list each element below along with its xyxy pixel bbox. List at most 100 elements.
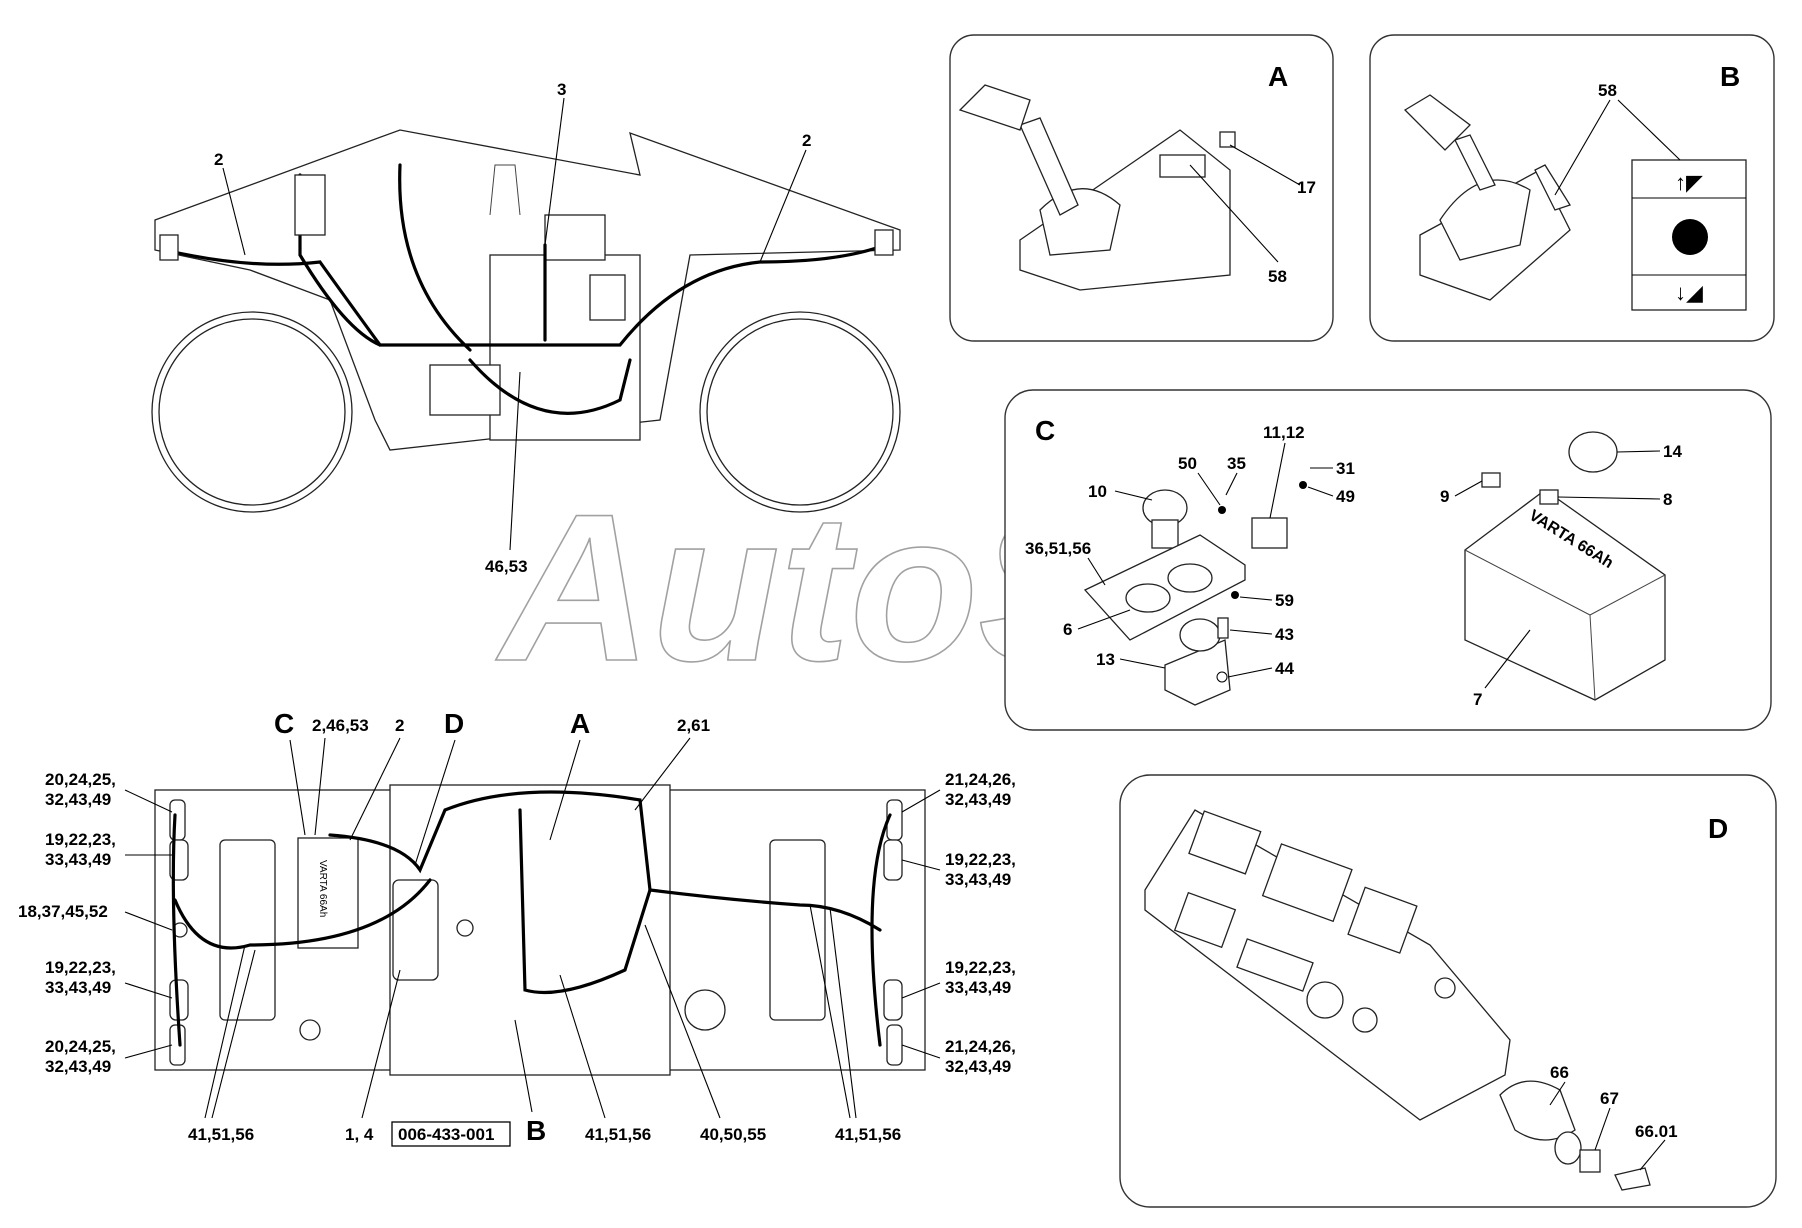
panel-c-frame: [1004, 389, 1772, 731]
key-66-01: [1614, 1167, 1651, 1191]
arrow-up-icon: ↑◤: [1675, 170, 1703, 195]
relay-box-side: [294, 174, 326, 236]
clamp-9: [1481, 472, 1501, 488]
side-label: 2: [802, 131, 811, 150]
connector-top-1: [299, 1019, 321, 1041]
rear-light-right: [874, 229, 894, 256]
right-label: 19,22,23,: [945, 958, 1016, 977]
joystick-boot-b: [1439, 179, 1531, 261]
spacer-43: [1217, 617, 1229, 639]
right-label: 33,43,49: [945, 978, 1011, 997]
left-label: 33,43,49: [45, 850, 111, 869]
steering-column: [489, 164, 521, 216]
top-view: VARTA 66Ah C D A B 2,46,53 2: [18, 708, 1016, 1147]
panel-c-label: 31: [1336, 459, 1355, 478]
panel-c-label: 43: [1275, 625, 1294, 644]
front-harness-branch: [298, 173, 382, 347]
label-plate-a: [1159, 154, 1206, 178]
cap-67: [1579, 1149, 1601, 1173]
front-light-harness: [171, 813, 182, 1047]
callout-letter: B: [526, 1115, 546, 1146]
loop-harness-top: [518, 808, 652, 995]
panel-c-letter: C: [1035, 415, 1055, 446]
main-harness-side: [163, 243, 887, 347]
bracket-hole-2: [1167, 563, 1213, 593]
gauge-body-10: [1151, 519, 1179, 549]
left-label: 20,24,25,: [45, 770, 116, 789]
detail-panel-a: A 17 58: [949, 34, 1334, 342]
bottom-label: 1, 4: [345, 1125, 374, 1144]
control-box-side: [589, 274, 626, 321]
part-number-box: [391, 1121, 511, 1147]
bottom-label: 41,51,56: [835, 1125, 901, 1144]
panel-d-label: 67: [1600, 1089, 1619, 1108]
panel-c-label: 6: [1063, 620, 1072, 639]
switch-group-4: [1173, 891, 1237, 949]
right-label: 21,24,26,: [945, 1037, 1016, 1056]
relay-11-12: [1251, 517, 1288, 549]
switch-cap-13: [1179, 618, 1221, 652]
left-label: 20,24,25,: [45, 1037, 116, 1056]
center-harness-branch: [398, 163, 472, 352]
washer-50: [1218, 506, 1226, 514]
panel-c-labels: 10 50 35 11,12 31 49 36,51,56 59 6 43 13…: [1025, 423, 1682, 709]
callout-letter: D: [444, 708, 464, 739]
joystick-lever: [1019, 117, 1079, 216]
panel-c-label: 10: [1088, 482, 1107, 501]
rear-drum-inner: [706, 318, 894, 506]
arrow-down-icon: ↓◢: [1675, 280, 1703, 305]
fuel-cap-top: [684, 989, 726, 1031]
side-label: 2: [214, 150, 223, 169]
nut-59: [1231, 591, 1239, 599]
panel-d-label: 66: [1550, 1063, 1569, 1082]
light-front-left-top: [169, 799, 186, 841]
seal-ring-67: [1554, 1131, 1582, 1165]
ignition-knob: [1306, 981, 1344, 1019]
battery-box-side: [429, 364, 501, 416]
roller-symbol-icon: [1672, 219, 1708, 255]
bottom-label: 41,51,56: [585, 1125, 651, 1144]
dashboard-knob-2: [1352, 1007, 1378, 1033]
left-label: 18,37,45,52: [18, 902, 108, 921]
side-label: 3: [557, 80, 566, 99]
right-label: 33,43,49: [945, 870, 1011, 889]
top-label: 2: [395, 716, 404, 735]
display-window: [1236, 938, 1314, 992]
side-label: 46,53: [485, 557, 528, 576]
left-label: 19,22,23,: [45, 830, 116, 849]
switch-group-3: [1347, 886, 1418, 954]
connector-top-2: [456, 919, 474, 937]
label-strip-b: [1534, 164, 1571, 211]
washer-49: [1299, 481, 1307, 489]
panel-c-label: 13: [1096, 650, 1115, 669]
right-label: 21,24,26,: [945, 770, 1016, 789]
joystick-handle: [958, 84, 1031, 131]
bottom-label: 41,51,56: [188, 1125, 254, 1144]
clamp-8: [1539, 489, 1559, 505]
switch-group-2: [1261, 843, 1353, 923]
nut-44: [1216, 671, 1228, 683]
panel-c-label: 14: [1663, 442, 1682, 461]
panel-d-label: 66.01: [1635, 1122, 1678, 1141]
detail-panel-c: C VARTA 66Ah 10 50 35 11,12 31: [1004, 389, 1772, 731]
light-rear-right-2: [883, 839, 903, 881]
panel-c-label: 35: [1227, 454, 1246, 473]
panel-a-label: 17: [1297, 178, 1316, 197]
bracket-6: [1083, 534, 1246, 641]
panel-c-label: 44: [1275, 659, 1294, 678]
callout-letter: A: [570, 708, 590, 739]
bottom-label: 40,50,55: [700, 1125, 766, 1144]
battery-brand-top: VARTA 66Ah: [317, 860, 328, 917]
left-label: 32,43,49: [45, 790, 111, 809]
battery-top: [297, 837, 359, 949]
panel-c-label: 11,12: [1263, 423, 1305, 442]
right-label: 32,43,49: [945, 790, 1011, 809]
part-number: 006-433-001: [398, 1125, 494, 1144]
light-rear-right-bottom: [886, 1024, 903, 1066]
rear-light-harness: [870, 813, 892, 1047]
panel-c-label: 7: [1473, 690, 1482, 709]
panel-c-label: 49: [1336, 487, 1355, 506]
panel-b-letter: B: [1720, 61, 1740, 92]
panel-c-label: 50: [1178, 454, 1197, 473]
